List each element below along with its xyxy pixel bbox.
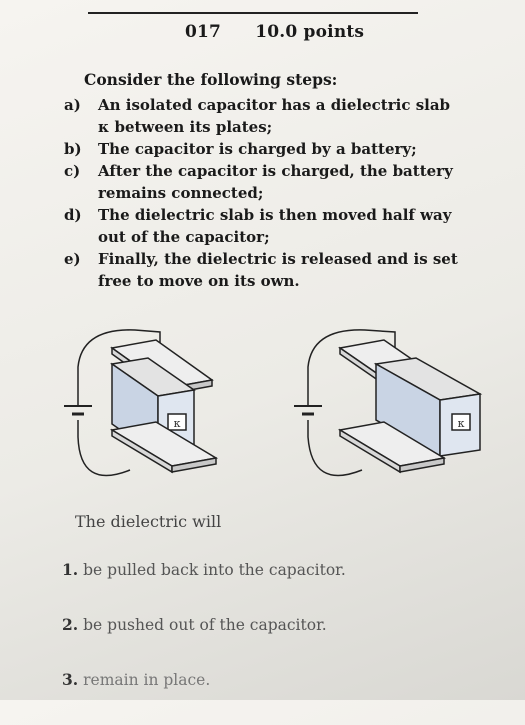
choice-text: be pulled back into the capacitor. — [83, 561, 346, 579]
choice-text: be pushed out of the capacitor. — [83, 616, 327, 634]
choice-number: 2. — [62, 615, 79, 634]
problem-points: 10.0 points — [255, 22, 365, 42]
left-kappa-label: κ — [174, 417, 181, 430]
capacitor-figure: κ κ — [64, 329, 483, 477]
step-line: Finally, the dielectric is released and … — [98, 250, 458, 268]
question-text: The dielectric will — [75, 512, 222, 531]
right-kappa-box — [451, 413, 471, 431]
step-line: free to move on its own. — [98, 272, 300, 290]
step-line: κ between its plates; — [98, 118, 273, 136]
right-top-wire — [307, 329, 396, 406]
right-bottom-wire — [307, 420, 363, 477]
step-line: out of the capacitor; — [98, 228, 270, 246]
header-rule — [88, 12, 418, 14]
right-capacitor-diagram — [294, 329, 483, 477]
step-line: After the capacitor is charged, the batt… — [98, 162, 453, 180]
intro-text: Consider the following steps: — [84, 70, 338, 89]
step-d: d) The dielectric slab is then moved hal… — [64, 204, 504, 248]
step-line: remains connected; — [98, 184, 264, 202]
step-line: An isolated capacitor has a dielectric s… — [98, 96, 451, 114]
step-line: The capacitor is charged by a battery; — [98, 140, 417, 158]
right-kappa-label: κ — [458, 417, 465, 430]
step-e: e) Finally, the dielectric is released a… — [64, 248, 504, 292]
choice-2[interactable]: 2. be pushed out of the capacitor. — [62, 615, 482, 670]
step-a: a) An isolated capacitor has a dielectri… — [64, 94, 504, 138]
step-b: b) The capacitor is charged by a battery… — [64, 138, 504, 160]
step-label: e) — [64, 250, 81, 268]
step-c: c) After the capacitor is charged, the b… — [64, 160, 504, 204]
left-bottom-wire — [77, 420, 131, 477]
problem-number: 017 — [185, 22, 222, 42]
problem-page: 017 10.0 points Consider the following s… — [62, 12, 504, 689]
step-label: d) — [64, 206, 82, 224]
choice-text: remain in place. — [83, 671, 211, 689]
steps-list: a) An isolated capacitor has a dielectri… — [64, 94, 504, 292]
step-label: a) — [64, 96, 81, 114]
left-top-wire — [77, 329, 161, 406]
choice-1[interactable]: 1. be pulled back into the capacitor. — [62, 560, 482, 615]
step-label: c) — [64, 162, 81, 180]
left-kappa-box — [167, 413, 187, 431]
choice-number: 1. — [62, 560, 79, 579]
choice-3[interactable]: 3. remain in place. — [62, 670, 482, 725]
left-capacitor-diagram — [64, 329, 219, 477]
problem-header: 017 10.0 points — [185, 22, 364, 42]
step-line: The dielectric slab is then moved half w… — [98, 206, 452, 224]
step-label: b) — [64, 140, 82, 158]
choice-number: 3. — [62, 670, 79, 689]
answer-choices: 1. be pulled back into the capacitor. 2.… — [62, 560, 482, 725]
